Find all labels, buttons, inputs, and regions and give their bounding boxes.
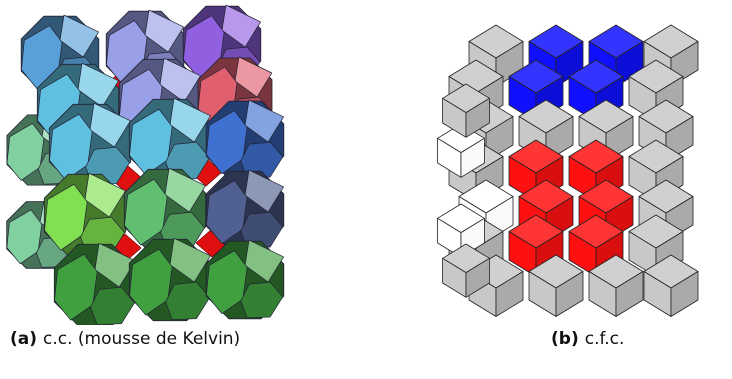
rhombic-dodecahedron-cell-28 <box>437 123 485 178</box>
truncated-octahedron-cell-15 <box>128 237 212 322</box>
rhombic-dodecahedron-cell-31 <box>442 243 490 298</box>
truncated-octahedron-cell-14 <box>53 242 137 325</box>
truncated-octahedron-cell-9 <box>128 97 212 182</box>
cell-square-face <box>169 97 211 143</box>
cell-lower-face <box>240 211 284 249</box>
rhombic-dodecahedron-cell-26 <box>588 254 644 317</box>
cell-lower-face <box>90 286 135 325</box>
cell-right-face <box>465 97 490 138</box>
rhombic-dodecahedron-cell-30 <box>442 83 490 138</box>
cell-lower-face <box>240 141 284 179</box>
caption-b-label: (b) <box>551 329 579 349</box>
cell-square-face <box>89 102 131 148</box>
cell-square-face <box>84 172 126 218</box>
truncated-octahedron-cell-1 <box>105 9 185 90</box>
cell-right-face <box>615 271 644 317</box>
cell-square-face <box>169 237 211 283</box>
panel-a-kelvin-foam: (a)c.c. (mousse de Kelvin) <box>6 4 285 349</box>
kelvin-foam-illustration <box>6 4 285 325</box>
fcc-packing-illustration <box>437 24 699 317</box>
caption-a: (a)c.c. (mousse de Kelvin) <box>10 329 240 349</box>
rhombic-dodecahedron-cell-23 <box>628 214 684 277</box>
truncated-octahedron-cell-12 <box>123 167 207 252</box>
truncated-octahedron-cell-8 <box>48 102 132 187</box>
cell-right-face <box>495 271 524 317</box>
cell-right-face <box>460 137 485 178</box>
caption-b: (b)c.f.c. <box>551 329 624 349</box>
rhombic-dodecahedron-cell-27 <box>643 254 699 317</box>
cell-right-face <box>670 271 699 317</box>
rhombic-dodecahedron-cell-25 <box>528 254 584 317</box>
cell-square-face <box>94 242 136 288</box>
cell-right-face <box>555 271 584 317</box>
truncated-octahedron-cell-10 <box>205 99 285 180</box>
cell-lower-face <box>165 281 210 320</box>
cell-right-face <box>465 257 490 298</box>
panel-b-fcc-packing: (b)c.f.c. <box>366 0 732 379</box>
cell-square-face <box>164 167 206 213</box>
caption-b-text: c.f.c. <box>584 329 625 349</box>
truncated-octahedron-cell-13 <box>205 169 285 250</box>
caption-a-text: c.c. (mousse de Kelvin) <box>43 329 241 349</box>
cell-lower-face <box>240 281 284 319</box>
truncated-octahedron-cell-11 <box>43 172 127 257</box>
caption-a-label: (a) <box>10 329 38 349</box>
truncated-octahedron-cell-16 <box>205 239 285 320</box>
